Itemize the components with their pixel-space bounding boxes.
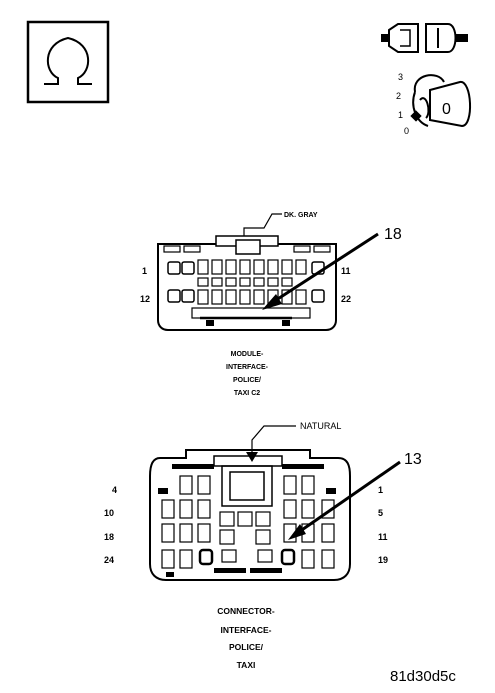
c2-caption-line-3: POLICE/ <box>233 377 261 384</box>
ohm-symbol-text: Ω <box>1 0 2 2</box>
ignition-pos-2: 2 <box>396 91 401 101</box>
main-caption-line-3: POLICE/ <box>229 642 264 652</box>
ohmmeter-icon: Ω <box>1 0 110 104</box>
ignition-switch-icon: 3 2 1 0 0 <box>396 72 472 136</box>
c2-pin-22: 22 <box>341 294 351 304</box>
c2-caption-line-2: INTERFACE- <box>226 364 269 371</box>
main-pin-10: 10 <box>104 508 114 518</box>
main-callout-pin: 13 <box>404 451 422 468</box>
c2-cavity-row-middle <box>197 277 293 287</box>
key-label: 0 <box>442 101 451 118</box>
connector-c2: DK. GRAY <box>140 212 402 397</box>
main-pin-19: 19 <box>378 555 388 565</box>
disconnect-connector-icon <box>381 23 468 53</box>
c2-caption-line-1: MODULE- <box>231 351 264 358</box>
main-cavities-left <box>158 475 214 569</box>
ignition-pos-3: 3 <box>398 72 403 82</box>
connector-main: NATURAL <box>104 421 422 670</box>
c2-pin-12: 12 <box>140 294 150 304</box>
main-pin-1: 1 <box>378 485 383 495</box>
main-cavities-center <box>219 511 273 563</box>
c2-color-label: DK. GRAY <box>284 212 318 219</box>
main-pin-4: 4 <box>112 485 117 495</box>
c2-pin-1: 1 <box>142 266 147 276</box>
main-caption-line-4: TAXI <box>237 660 256 670</box>
main-pin-5: 5 <box>378 508 383 518</box>
main-pin-11: 11 <box>378 532 388 542</box>
figure-code: 81d30d5c <box>390 668 456 685</box>
main-color-label: NATURAL <box>300 421 341 431</box>
c2-cavity-row-top <box>167 259 325 275</box>
main-caption-line-2: INTERFACE- <box>221 625 272 635</box>
main-caption-line-1: CONNECTOR- <box>217 606 275 616</box>
c2-caption-line-4: TAXI C2 <box>234 390 260 397</box>
ignition-pos-1: 1 <box>398 110 403 120</box>
c2-pin-11: 11 <box>341 266 351 276</box>
c2-cavity-row-bottom <box>167 289 325 305</box>
c2-callout-pin: 18 <box>384 226 402 243</box>
main-cavities-right <box>280 475 336 569</box>
main-pin-24: 24 <box>104 555 114 565</box>
main-pin-18: 18 <box>104 532 114 542</box>
ignition-pos-0: 0 <box>404 126 409 136</box>
